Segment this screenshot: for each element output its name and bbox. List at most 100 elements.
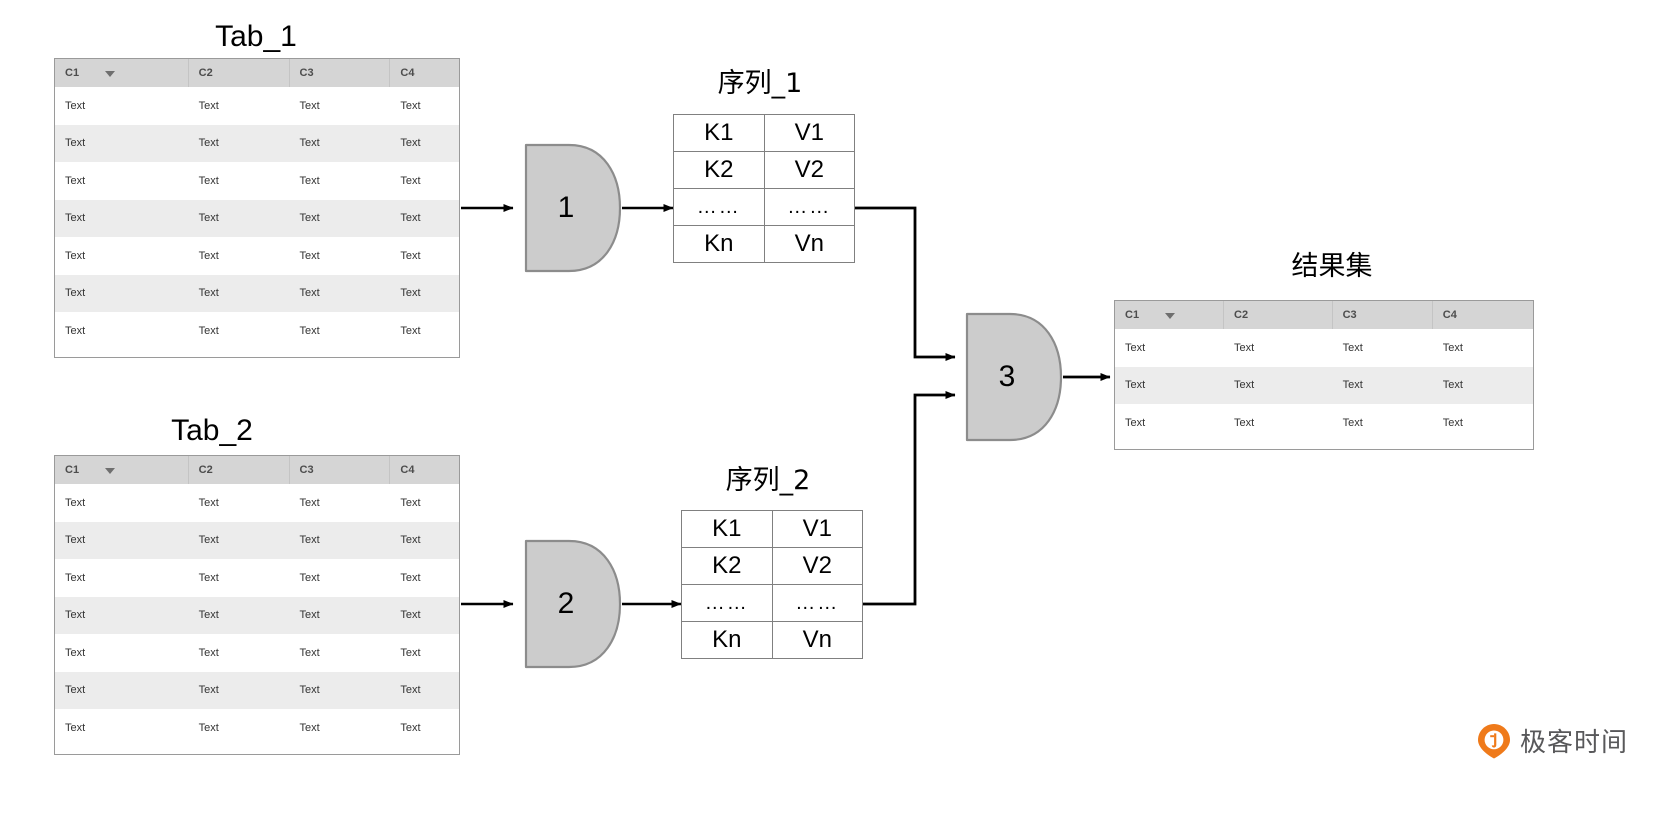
tab1-title: Tab_1 [215,20,297,53]
cell: Text [65,99,86,112]
cell: Text [400,496,421,509]
kv-key-ellipsis: …… [673,188,765,226]
column-header-c4-label: C4 [400,67,415,79]
kv-value-ellipsis: …… [771,584,863,622]
cell: Text [400,646,421,659]
sequence-table-1: K1 V1 K2 V2 …… …… Kn Vn [673,114,855,263]
process-node-1[interactable]: 1 [524,143,622,273]
kv-row: Kn Vn [681,621,863,659]
sort-caret-down-icon[interactable] [1165,313,1175,319]
cell: Text [65,324,86,337]
kv-row: …… …… [673,188,855,226]
kv-value: V2 [771,547,863,585]
column-header-c2[interactable]: C2 [188,456,290,484]
process-node-3[interactable]: 3 [965,312,1063,442]
kv-value: V2 [763,151,855,189]
cell: Text [65,287,86,300]
cell: Text [65,721,86,734]
cell: Text [65,212,86,225]
kv-key: Kn [681,621,773,659]
kv-row: K1 V1 [681,510,863,548]
column-header-c4-label: C4 [400,464,415,476]
column-header-c2-label: C2 [198,464,213,476]
kv-value: V1 [763,114,855,152]
cell: Text [1442,379,1463,392]
kv-value: V1 [771,510,863,548]
kv-key: Kn [673,225,765,263]
sort-caret-down-icon[interactable] [105,468,115,474]
cell: Text [65,137,86,150]
cell: Text [299,287,320,300]
sort-caret-down-icon[interactable] [105,71,115,77]
cell: Text [1442,416,1463,429]
table-header-row: C1 C2 C3 C4 [55,456,459,484]
connector-seq2-to-node3 [863,391,956,606]
column-header-c3-label: C3 [299,464,314,476]
column-header-c3-label: C3 [299,67,314,79]
column-header-c1[interactable]: C1 [55,59,189,87]
column-header-c1-label: C1 [65,67,80,79]
tab2-title: Tab_2 [171,414,253,447]
cell: Text [1234,341,1255,354]
column-header-c4[interactable]: C4 [389,59,459,87]
cell: Text [198,212,219,225]
connector-seq1-to-node3 [855,206,956,361]
process-node-3-shape [965,312,1063,442]
cell: Text [1234,379,1255,392]
cell: Text [299,534,320,547]
cell: Text [198,609,219,622]
cell: Text [198,137,219,150]
kv-value: Vn [771,621,863,659]
cell: Text [65,496,86,509]
column-header-c3[interactable]: C3 [289,59,391,87]
column-header-c3-label: C3 [1342,309,1357,321]
cell: Text [400,212,421,225]
cell: Text [198,324,219,337]
column-header-c4[interactable]: C4 [389,456,459,484]
cell: Text [65,646,86,659]
kv-key: K2 [681,547,773,585]
cell: Text [198,99,219,112]
cell: Text [400,534,421,547]
cell: Text [299,571,320,584]
column-header-c2[interactable]: C2 [1223,301,1333,329]
column-header-c3[interactable]: C3 [1332,301,1433,329]
column-header-c1[interactable]: C1 [55,456,189,484]
column-header-c2-label: C2 [198,67,213,79]
sequence-table-2: K1 V1 K2 V2 …… …… Kn Vn [681,510,863,659]
cell: Text [1342,416,1363,429]
column-header-c2-label: C2 [1234,309,1249,321]
cell: Text [400,324,421,337]
process-node-2-shape [524,539,622,669]
cell: Text [400,684,421,697]
column-header-c4[interactable]: C4 [1432,301,1533,329]
kv-row: K1 V1 [673,114,855,152]
cell: Text [400,99,421,112]
column-header-c2[interactable]: C2 [188,59,290,87]
cell: Text [198,496,219,509]
cell: Text [1342,379,1363,392]
process-node-2[interactable]: 2 [524,539,622,669]
cell: Text [299,249,320,262]
column-header-c3[interactable]: C3 [289,456,391,484]
column-header-c1[interactable]: C1 [1115,301,1225,329]
